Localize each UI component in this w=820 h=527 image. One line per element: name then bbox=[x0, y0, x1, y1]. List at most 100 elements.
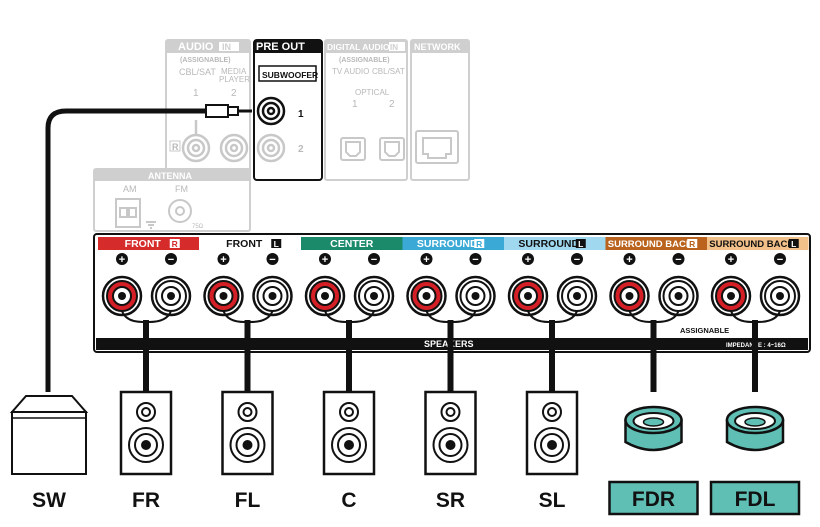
svg-text:+: + bbox=[322, 254, 328, 266]
optical-num-2: 2 bbox=[389, 99, 395, 110]
floor-speaker-label: SR bbox=[436, 489, 465, 512]
height-speaker-label: FDR bbox=[632, 488, 675, 511]
floor-speaker-label: FR bbox=[132, 489, 160, 512]
speaker-terminal-pair: +− bbox=[406, 253, 496, 317]
positive-terminal bbox=[507, 275, 549, 317]
speaker-group-tag: R bbox=[172, 239, 178, 249]
digital-tag: IN bbox=[390, 43, 398, 52]
minus-icon: − bbox=[266, 253, 279, 266]
speaker-group-label: SURROUND BACK bbox=[608, 239, 693, 250]
media-label-1: MEDIA bbox=[221, 67, 247, 76]
height-speaker-fdr bbox=[624, 405, 683, 452]
floor-speaker-c bbox=[322, 390, 376, 476]
speaker-terminal-pair: +− bbox=[507, 253, 598, 317]
positive-terminal bbox=[609, 275, 650, 317]
speaker-cable bbox=[324, 310, 375, 392]
svg-text:+: + bbox=[728, 254, 734, 266]
audio-in-panel: AUDIO IN (ASSIGNABLE) CBL/SAT MEDIA PLAY… bbox=[165, 39, 251, 181]
svg-text:+: + bbox=[119, 254, 125, 266]
minus-icon: − bbox=[368, 253, 380, 266]
subwoofer-label: SUBWOOFER bbox=[262, 70, 318, 80]
cbl-sat-label: CBL/SAT bbox=[179, 67, 216, 77]
minus-icon: − bbox=[571, 253, 583, 266]
assignable-label: ASSIGNABLE bbox=[680, 326, 729, 335]
negative-terminal bbox=[252, 275, 293, 317]
tv-audio-label: TV AUDIO bbox=[332, 67, 369, 76]
plus-icon: + bbox=[420, 253, 433, 266]
svg-text:−: − bbox=[574, 254, 580, 266]
speaker-group-label: CENTER bbox=[330, 238, 374, 250]
plus-icon: + bbox=[217, 253, 230, 266]
svg-text:+: + bbox=[220, 254, 226, 266]
plus-icon: + bbox=[116, 253, 128, 266]
speaker-group-tag: L bbox=[274, 239, 279, 249]
speaker-group-label: FRONT bbox=[125, 238, 162, 250]
r-mark: R bbox=[172, 142, 179, 152]
speaker-group-label: SURROUND bbox=[417, 238, 478, 250]
negative-terminal bbox=[759, 275, 801, 317]
speaker-terminal-pair: +− bbox=[101, 253, 192, 317]
audio-in-sub: (ASSIGNABLE) bbox=[180, 57, 231, 64]
sub-out-2: 2 bbox=[298, 144, 304, 155]
speaker-cable bbox=[730, 310, 781, 392]
speaker-cable bbox=[628, 310, 680, 392]
am-label: AM bbox=[123, 184, 137, 194]
svg-text:−: − bbox=[168, 254, 174, 266]
floor-speaker-sr bbox=[424, 390, 477, 476]
minus-icon: − bbox=[774, 253, 786, 266]
negative-terminal bbox=[556, 275, 598, 317]
sub-out-1: 1 bbox=[298, 109, 304, 120]
input-num-2: 2 bbox=[231, 88, 237, 99]
negative-terminal bbox=[150, 275, 192, 317]
speaker-group-tag: L bbox=[791, 239, 796, 249]
plus-icon: + bbox=[319, 253, 331, 266]
svg-text:−: − bbox=[269, 254, 275, 266]
speaker-group-1: FRONT R bbox=[98, 237, 200, 250]
media-label-2: PLAYER bbox=[219, 75, 250, 84]
svg-text:+: + bbox=[423, 254, 429, 266]
network-title: NETWORK bbox=[414, 42, 461, 52]
height-speaker-fdl bbox=[725, 405, 785, 452]
speaker-group-tag: L bbox=[578, 239, 583, 249]
svg-text:−: − bbox=[675, 254, 681, 266]
optical-num-1: 1 bbox=[352, 99, 358, 110]
positive-terminal bbox=[101, 275, 143, 317]
speaker-group-label: SURROUND BACK bbox=[709, 239, 794, 250]
sw-label: SW bbox=[32, 489, 66, 512]
audio-in-title: AUDIO bbox=[178, 41, 214, 53]
speaker-group-label: SURROUND bbox=[518, 238, 579, 250]
negative-terminal bbox=[658, 275, 699, 317]
speaker-cable bbox=[222, 310, 274, 392]
speaker-terminal-pair: +− bbox=[203, 253, 293, 317]
speaker-group-2: FRONT L bbox=[199, 236, 302, 251]
optical-label: OPTICAL bbox=[355, 88, 390, 97]
height-speaker-label-box: FDL bbox=[709, 480, 801, 516]
speaker-group-label: FRONT bbox=[226, 238, 263, 250]
plus-icon: + bbox=[623, 253, 636, 266]
height-speaker-label-box: FDR bbox=[608, 480, 699, 516]
fm-ohm-label: 75Ω bbox=[192, 224, 204, 230]
minus-icon: − bbox=[469, 253, 482, 266]
positive-terminal bbox=[710, 275, 752, 317]
speaker-cable bbox=[527, 310, 578, 392]
antenna-title: ANTENNA bbox=[148, 171, 192, 181]
subwoofer-speaker bbox=[9, 395, 89, 475]
height-speaker-label: FDL bbox=[735, 488, 776, 511]
positive-terminal bbox=[406, 275, 447, 317]
digital-title: DIGITAL AUDIO bbox=[327, 42, 390, 52]
negative-terminal bbox=[353, 275, 395, 317]
positive-terminal bbox=[304, 275, 346, 317]
floor-speaker-sl bbox=[525, 390, 579, 476]
positive-terminal bbox=[203, 275, 244, 317]
floor-speaker-label: C bbox=[341, 489, 356, 512]
floor-speaker-fl bbox=[221, 390, 274, 476]
cbl-sat2-label: CBL/SAT bbox=[372, 67, 405, 76]
digital-sub: (ASSIGNABLE) bbox=[339, 57, 390, 64]
speaker-terminal-panel: SPEAKERS ASSIGNABLE IMPEDANCE : 4~16Ω FR… bbox=[93, 233, 811, 353]
audio-in-tag: IN bbox=[222, 42, 231, 52]
negative-terminal bbox=[455, 275, 496, 317]
